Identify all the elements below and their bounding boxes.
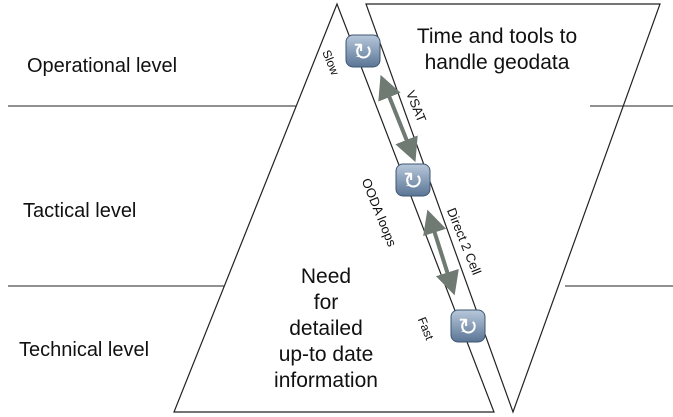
technical-level-label: Technical level <box>19 339 150 361</box>
needs-line-4: up-to date <box>279 343 374 366</box>
loop-badge: 1 <box>406 179 411 188</box>
time-tools-line-1: Time and tools to <box>417 25 577 48</box>
direct2cell-double-arrow <box>423 209 459 296</box>
needs-line-3: detailed <box>289 317 363 340</box>
time-tools-line-2: handle geodata <box>425 51 570 74</box>
needs-line-5: information <box>274 369 378 392</box>
loop-glyph: ↻ <box>403 168 423 195</box>
needs-line-1: Need <box>301 265 351 288</box>
loop-badge: 1 <box>356 50 361 59</box>
loop-badge: 1 <box>461 325 466 334</box>
tactical-level-label: Tactical level <box>23 200 137 222</box>
loop-glyph: ↻ <box>458 314 478 341</box>
ooda-loop-icon: ↻ 1 <box>345 34 381 68</box>
vsat-double-arrow <box>378 74 418 163</box>
operational-level-label: Operational level <box>27 55 178 77</box>
direct2cell-label: Direct 2 Cell <box>444 206 484 277</box>
time-tools-triangle <box>365 3 661 414</box>
loop-glyph: ↻ <box>353 39 373 66</box>
needs-line-2: for <box>314 291 339 314</box>
ooda-loop-icon: ↻ 1 <box>450 309 486 343</box>
ooda-loop-icon: ↻ 1 <box>395 163 431 197</box>
needs-triangle <box>173 2 495 413</box>
